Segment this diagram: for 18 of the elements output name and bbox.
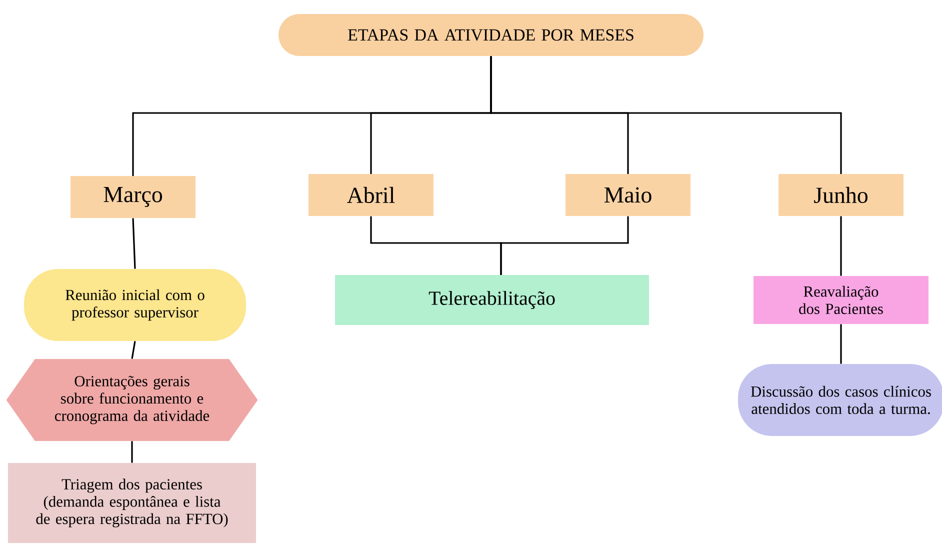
connector-line (131, 341, 136, 359)
month-box: Maio (566, 174, 690, 216)
connector-line (500, 216, 629, 275)
process-box: Telereabilitação (335, 275, 649, 325)
connector-line (131, 441, 133, 463)
connector-line (132, 218, 136, 269)
month-box: Abril (308, 174, 434, 216)
month-box: Março (70, 176, 196, 218)
connector-line (490, 56, 842, 174)
rounded-box: Discussão dos casos clínicos atendidos com toda a turma. (738, 364, 942, 436)
process-box: Triagem dos pacientes (demanda espontânea e lista de espera registrada na FFTO) (8, 463, 256, 543)
title-box: ETAPAS DA ATIVIDADE POR MESES (278, 14, 704, 56)
connector-line (840, 216, 842, 276)
month-box: Junho (778, 174, 904, 216)
hexagon-box: Orientações gerais sobre funcionamento e cronograma da atividade (6, 359, 258, 441)
connector-line (840, 324, 842, 364)
process-box: Reavaliação dos Pacientes (754, 276, 928, 324)
rounded-box: Reunião inicial com o professor supervisor (24, 269, 246, 341)
